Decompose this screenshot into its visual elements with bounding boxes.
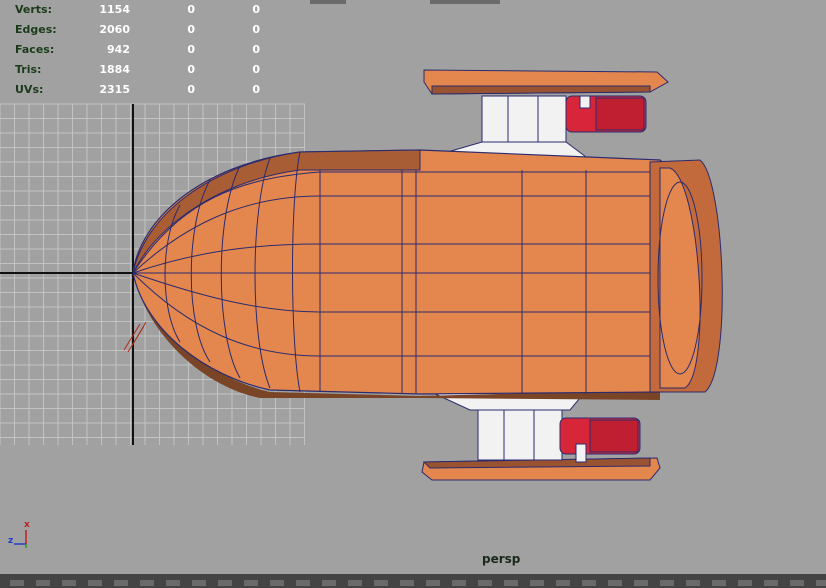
timeline-tick (426, 580, 440, 586)
timeline-tick (790, 580, 804, 586)
hud-label: Verts: (15, 3, 53, 16)
hud-label: UVs: (15, 83, 44, 96)
timeline-tick (140, 580, 154, 586)
timeline-tick (452, 580, 466, 586)
hud-value: 0 (252, 63, 260, 76)
hud-value: 0 (252, 3, 260, 16)
hud-value: 0 (187, 83, 195, 96)
timeline-tick (478, 580, 492, 586)
timeline-tick (88, 580, 102, 586)
timeline-tick (660, 580, 674, 586)
timeline-tick (738, 580, 752, 586)
hud-value: 0 (187, 23, 195, 36)
ship-hull (132, 149, 723, 400)
timeline-tick (270, 580, 284, 586)
hud-label: Edges: (15, 23, 57, 36)
hud-value: 0 (187, 43, 195, 56)
pivot-marker (123, 321, 147, 353)
timeline-tick (634, 580, 648, 586)
hud-row-edges: Edges: 2060 0 0 (0, 20, 280, 40)
hud-value: 0 (252, 23, 260, 36)
timeline-tick (712, 580, 726, 586)
axis-gizmo-icon (14, 530, 27, 548)
axis-z-label: z (8, 536, 14, 546)
timeline-tick (348, 580, 362, 586)
hud-value: 0 (187, 63, 195, 76)
timeline-tick (556, 580, 570, 586)
timeline-tick (400, 580, 414, 586)
timeline-tick (218, 580, 232, 586)
upper-fin (423, 69, 669, 95)
hud-row-uvs: UVs: 2315 0 0 (0, 80, 280, 100)
timeline-tick (322, 580, 336, 586)
upper-thruster (565, 95, 647, 133)
timeline-tick (166, 580, 180, 586)
axis-x-label: x (24, 520, 30, 530)
timeline-tick (296, 580, 310, 586)
hud-label: Tris: (15, 63, 42, 76)
timeline-tick (62, 580, 76, 586)
hud-row-tris: Tris: 1884 0 0 (0, 60, 280, 80)
hud-row-faces: Faces: 942 0 0 (0, 40, 280, 60)
hud-row-verts: Verts: 1154 0 0 (0, 0, 280, 20)
axis-gizmo: x z (6, 518, 36, 552)
timeline-tick (530, 580, 544, 586)
scene-canvas (0, 69, 723, 481)
hud-value: 1154 (99, 3, 130, 16)
upper-strut (419, 95, 592, 161)
timeline-tick (686, 580, 700, 586)
hud-value: 0 (252, 83, 260, 96)
timeline-tick (114, 580, 128, 586)
hud-value: 1884 (99, 63, 130, 76)
timeline-tick (816, 580, 826, 586)
hud-value: 942 (107, 43, 130, 56)
timeline-tick (764, 580, 778, 586)
camera-name-label: persp (482, 552, 521, 566)
hud-value: 0 (187, 3, 195, 16)
timeline-tick (10, 580, 24, 586)
timeline-tick (504, 580, 518, 586)
timeline-tick (582, 580, 596, 586)
lower-thruster (559, 417, 641, 463)
hud-value: 2315 (99, 83, 130, 96)
timeline-tick (36, 580, 50, 586)
hud-label: Faces: (15, 43, 55, 56)
timeline-tick (244, 580, 258, 586)
poly-count-hud: Verts: 1154 0 0 Edges: 2060 0 0 Faces: 9… (0, 0, 280, 104)
toolbar-remnant (310, 0, 346, 4)
timeline-tick (192, 580, 206, 586)
lower-fin (421, 457, 661, 481)
timeline-tick (608, 580, 622, 586)
bottom-toolbar-strip (0, 574, 826, 588)
hud-value: 2060 (99, 23, 130, 36)
toolbar-remnant (430, 0, 500, 4)
viewport-persp[interactable]: Verts: 1154 0 0 Edges: 2060 0 0 Faces: 9… (0, 0, 826, 574)
timeline-tick (374, 580, 388, 586)
hud-value: 0 (252, 43, 260, 56)
